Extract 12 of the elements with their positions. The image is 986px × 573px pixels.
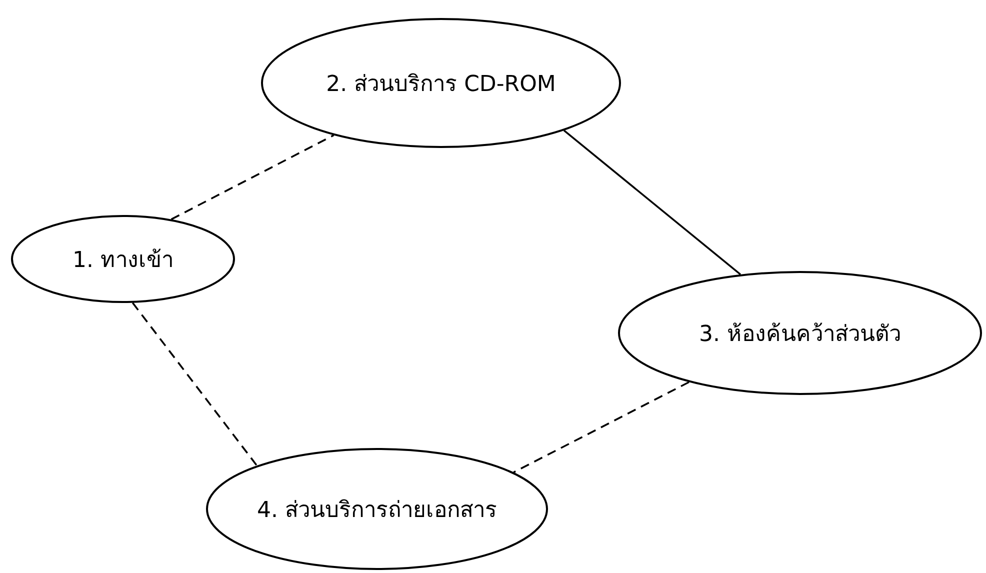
- dashed-line: [513, 381, 690, 474]
- dashed-line: [170, 134, 334, 220]
- node-label: 1. ทางเข้า: [72, 246, 174, 274]
- ellipse-node: [11, 215, 235, 303]
- ellipse-node: [206, 448, 548, 570]
- line: [563, 130, 742, 276]
- ellipse-node: [261, 18, 621, 148]
- ellipse-node: [618, 271, 982, 395]
- node-label: 2. ส่วนบริการ CD-ROM: [326, 70, 556, 98]
- dashed-line: [132, 302, 258, 466]
- node-label: 4. ส่วนบริการถ่ายเอกสาร: [257, 496, 497, 524]
- node-label: 3. ห้องค้นคว้าส่วนตัว: [699, 320, 901, 348]
